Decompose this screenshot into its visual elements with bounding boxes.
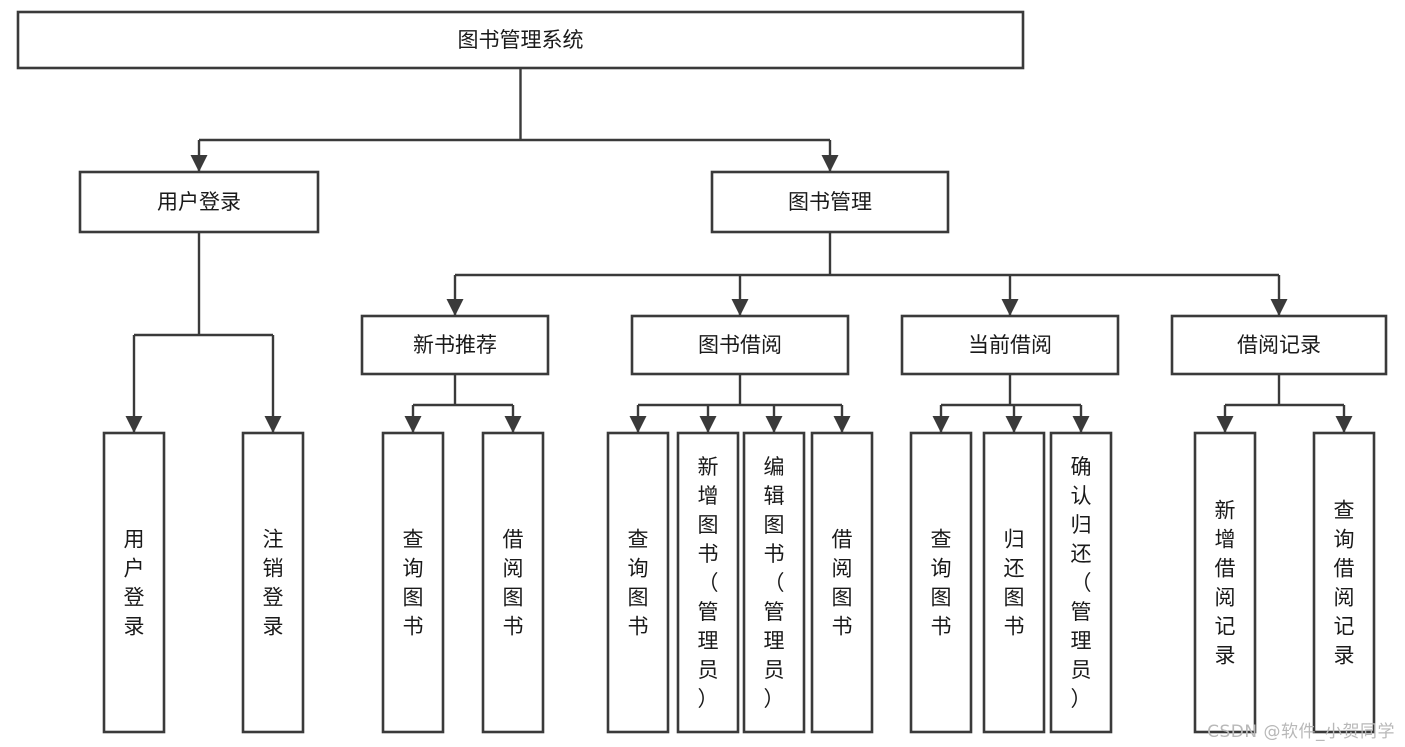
node-label-leaf-query-record: 查询借阅记录 [1334, 499, 1355, 668]
node-label-leaf-user-login: 用户登录 [124, 528, 145, 639]
node-box-root[interactable] [16, 10, 1025, 70]
connector-edge-record [1216, 374, 1353, 433]
node-box-book-borrow[interactable] [630, 314, 850, 376]
node-label-book-borrow: 图书借阅 [698, 333, 782, 357]
node-label-borrow-record: 借阅记录 [1237, 333, 1321, 357]
node-new-book-recommend[interactable]: 新书推荐 [360, 314, 550, 376]
node-box-leaf-borrow-book-2[interactable] [810, 431, 874, 734]
node-box-leaf-query-book-1[interactable] [381, 431, 445, 734]
node-box-user-login[interactable] [78, 170, 320, 234]
connector-edge-root-branch [190, 68, 839, 172]
node-leaf-query-book-1[interactable]: 查询图书 [381, 431, 445, 734]
node-box-leaf-logout[interactable] [241, 431, 305, 734]
node-layer: 图书管理系统用户登录图书管理新书推荐图书借阅当前借阅借阅记录用户登录注销登录查询… [16, 10, 1388, 734]
node-label-leaf-query-book-2: 查询图书 [628, 528, 649, 639]
node-current-borrow[interactable]: 当前借阅 [900, 314, 1120, 376]
node-book-manage[interactable]: 图书管理 [710, 170, 950, 234]
node-label-leaf-add-record: 新增借阅记录 [1215, 499, 1236, 668]
node-box-borrow-record[interactable] [1170, 314, 1388, 376]
node-label-leaf-add-book: 新增图书（管理员） [698, 455, 719, 711]
node-leaf-edit-book[interactable]: 编辑图书（管理员） [742, 431, 806, 734]
node-label-leaf-confirm-return: 确认归还（管理员） [1071, 455, 1092, 711]
node-leaf-confirm-return[interactable]: 确认归还（管理员） [1049, 431, 1113, 734]
node-box-leaf-query-book-2[interactable] [606, 431, 670, 734]
node-leaf-return-book[interactable]: 归还图书 [982, 431, 1046, 734]
connector-edge-recommend [404, 374, 522, 433]
node-label-leaf-query-book-1: 查询图书 [403, 528, 424, 639]
connector-edge-current [932, 374, 1090, 433]
node-box-leaf-borrow-book-1[interactable] [481, 431, 545, 734]
node-label-root: 图书管理系统 [458, 28, 584, 52]
node-leaf-borrow-book-2[interactable]: 借阅图书 [810, 431, 874, 734]
node-label-user-login: 用户登录 [157, 190, 241, 214]
node-leaf-query-record[interactable]: 查询借阅记录 [1312, 431, 1376, 734]
node-root[interactable]: 图书管理系统 [16, 10, 1025, 70]
node-box-leaf-query-book-3[interactable] [909, 431, 973, 734]
node-leaf-borrow-book-1[interactable]: 借阅图书 [481, 431, 545, 734]
node-box-leaf-add-record[interactable] [1193, 431, 1257, 734]
node-box-current-borrow[interactable] [900, 314, 1120, 376]
node-user-login[interactable]: 用户登录 [78, 170, 320, 234]
node-box-leaf-confirm-return[interactable] [1049, 431, 1113, 734]
node-box-leaf-user-login[interactable] [102, 431, 166, 734]
node-borrow-record[interactable]: 借阅记录 [1170, 314, 1388, 376]
node-box-leaf-query-record[interactable] [1312, 431, 1376, 734]
node-leaf-user-login[interactable]: 用户登录 [102, 431, 166, 734]
node-leaf-add-book[interactable]: 新增图书（管理员） [676, 431, 740, 734]
node-label-leaf-query-book-3: 查询图书 [931, 528, 952, 639]
node-label-current-borrow: 当前借阅 [968, 333, 1052, 357]
connector-layer [125, 68, 1353, 433]
node-label-leaf-edit-book: 编辑图书（管理员） [764, 455, 785, 711]
node-leaf-query-book-3[interactable]: 查询图书 [909, 431, 973, 734]
node-label-leaf-return-book: 归还图书 [1004, 528, 1025, 639]
connector-edge-borrow [629, 374, 851, 433]
connector-edge-manage-branch [446, 232, 1288, 316]
node-label-leaf-borrow-book-1: 借阅图书 [503, 528, 524, 639]
node-label-new-book-recommend: 新书推荐 [413, 333, 497, 357]
node-leaf-add-record[interactable]: 新增借阅记录 [1193, 431, 1257, 734]
node-book-borrow[interactable]: 图书借阅 [630, 314, 850, 376]
node-leaf-logout[interactable]: 注销登录 [241, 431, 305, 734]
connector-edge-user-branch [125, 232, 282, 433]
node-box-leaf-add-book[interactable] [676, 431, 740, 734]
node-box-leaf-return-book[interactable] [982, 431, 1046, 734]
node-box-leaf-edit-book[interactable] [742, 431, 806, 734]
node-label-book-manage: 图书管理 [788, 190, 872, 214]
node-box-new-book-recommend[interactable] [360, 314, 550, 376]
node-leaf-query-book-2[interactable]: 查询图书 [606, 431, 670, 734]
node-box-book-manage[interactable] [710, 170, 950, 234]
node-label-leaf-borrow-book-2: 借阅图书 [832, 528, 853, 639]
node-label-leaf-logout: 注销登录 [263, 528, 284, 639]
